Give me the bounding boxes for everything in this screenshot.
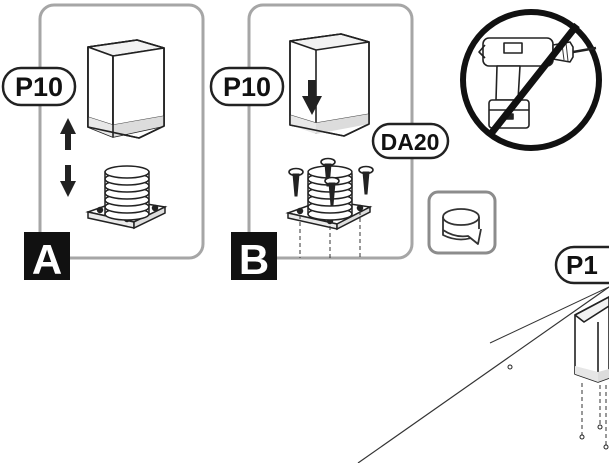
panel-a-adjustable-foot bbox=[85, 165, 168, 230]
panel-edge-line bbox=[357, 286, 609, 463]
panel-b-part-label-text: P10 bbox=[223, 72, 271, 102]
drill-hole bbox=[507, 364, 513, 370]
assembly-part-label: P1 bbox=[554, 245, 609, 285]
step-letter-b-text: B bbox=[239, 236, 269, 283]
screw-icons bbox=[288, 157, 374, 206]
panel-b-foot-block bbox=[289, 33, 370, 137]
panel-edge-line bbox=[489, 286, 609, 344]
drill-hole bbox=[603, 444, 609, 450]
panel-a-part-label-text: P10 bbox=[15, 72, 63, 102]
panel-b-screw-label-text: DA20 bbox=[381, 129, 440, 155]
step-letter-a-text: A bbox=[32, 236, 62, 283]
panel-b-part-label: P10 bbox=[209, 66, 285, 107]
assembly-view: P1 bbox=[357, 245, 609, 463]
screw-icon bbox=[320, 157, 336, 187]
screw-icon bbox=[288, 167, 304, 197]
drill-hole bbox=[597, 424, 603, 430]
panel-a: P10 A bbox=[1, 3, 205, 283]
drill-hole-markers bbox=[507, 364, 609, 450]
assembly-foot-block bbox=[574, 296, 609, 383]
panel-a-part-label: P10 bbox=[1, 66, 77, 107]
down-arrow-icon bbox=[302, 80, 322, 115]
panel-b-screw-label: DA20 bbox=[371, 122, 450, 160]
panel-b: DA20 bbox=[209, 3, 450, 283]
panel-a-foot-block bbox=[87, 39, 165, 139]
assembly-part-label-text: P1 bbox=[566, 250, 598, 280]
step-letter-a: A bbox=[24, 232, 70, 283]
up-down-arrow-icon bbox=[60, 118, 76, 197]
assembly-drill-guides bbox=[581, 383, 607, 445]
no-power-drill-icon bbox=[460, 9, 602, 151]
screw-icon bbox=[358, 165, 374, 195]
step-letter-b: B bbox=[231, 232, 277, 283]
drill-hole bbox=[579, 434, 585, 440]
panel-a-frame bbox=[38, 3, 205, 260]
panel-b-drill-guides bbox=[299, 211, 361, 258]
screw-icon bbox=[324, 176, 340, 206]
adhesive-tape-icon bbox=[427, 190, 497, 255]
